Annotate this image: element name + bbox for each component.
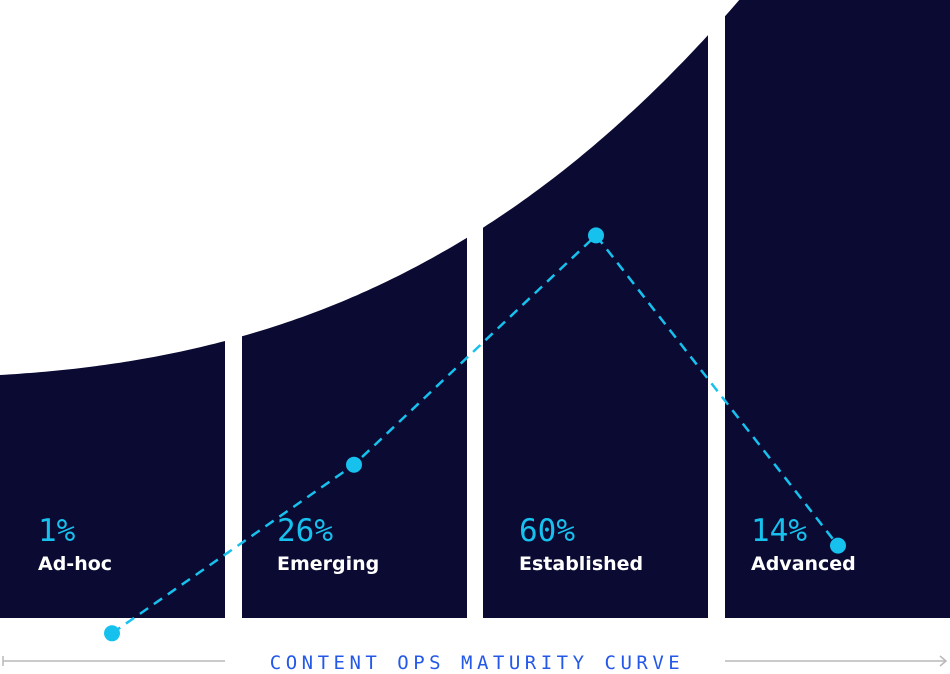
- axis-arrowhead: [939, 655, 948, 667]
- chart-caption: CONTENT OPS MATURITY CURVE: [270, 652, 684, 674]
- data-point-advanced: [830, 537, 846, 554]
- curve-bands: [0, 0, 950, 619]
- trend-line: [111, 233, 839, 635]
- value-label-advanced: 14%: [751, 513, 807, 549]
- stage-labels: 1% Ad-hoc 26% Emerging 60% Established 14% Adva…: [38, 513, 856, 575]
- value-label-established: 60%: [519, 513, 575, 549]
- value-label-emerging: 26%: [277, 513, 333, 549]
- category-label-ad-hoc: Ad-hoc: [38, 553, 112, 575]
- category-label-emerging: Emerging: [277, 553, 379, 575]
- band-emerging: [242, 237, 467, 618]
- band-ad-hoc: [0, 341, 225, 618]
- data-point-established: [588, 227, 604, 244]
- band-established: [483, 35, 708, 619]
- data-point-ad-hoc: [104, 625, 120, 642]
- category-label-advanced: Advanced: [751, 553, 856, 575]
- band-advanced: [725, 0, 950, 618]
- value-label-ad-hoc: 1%: [38, 513, 76, 549]
- category-label-established: Established: [519, 553, 643, 575]
- data-point-emerging: [346, 456, 362, 473]
- data-points: [104, 227, 846, 642]
